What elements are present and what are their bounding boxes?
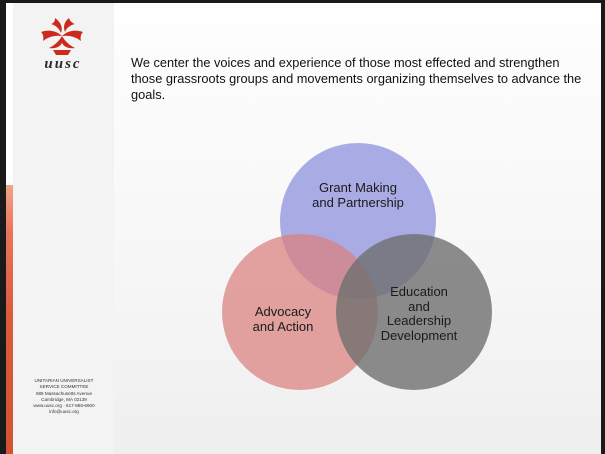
venn-label-advocacy-line1: Advocacy [254, 304, 312, 319]
venn-circle-education [336, 234, 492, 390]
org-name-line2: SERVICE COMMITTEE [39, 384, 89, 390]
org-email: info@uusc.org [49, 409, 79, 415]
venn-label-grant-line2: and Partnership [312, 194, 404, 210]
venn-label-education: Education and Leadership Development [360, 284, 478, 343]
venn-label-education-line1: Education [390, 284, 448, 299]
venn-label-education-line3: Leadership [386, 313, 452, 328]
org-contact-line: www.uusc.org · 617-868-6600 [33, 403, 95, 409]
right-border [601, 0, 605, 454]
uusc-flaming-chalice-logo-icon [41, 18, 83, 55]
sidebar-panel [13, 3, 114, 454]
venn-label-grant-making: Grant Making and Partnership [286, 180, 430, 210]
venn-label-grant-line1: Grant Making [318, 180, 398, 195]
venn-label-education-line2: and [408, 298, 430, 314]
org-address-line2: Cambridge, MA 02139 [41, 396, 87, 402]
venn-circle-advocacy [222, 234, 378, 390]
org-address-line1: 689 Massachusetts Avenue [35, 390, 93, 396]
statement-text: We center the voices and experience of t… [131, 55, 582, 102]
top-border [0, 0, 605, 3]
venn-label-advocacy-line2: and Action [252, 318, 314, 334]
venn-label-education-line4: Development [380, 327, 458, 343]
accent-bar [6, 185, 13, 454]
uusc-logo: uusc [30, 16, 96, 78]
org-contact-info: UNITARIAN UNIVERSALIST SERVICE COMMITTEE… [16, 378, 112, 416]
org-name-line1: UNITARIAN UNIVERSALIST [34, 378, 94, 383]
logo-wordmark: uusc [44, 56, 82, 72]
venn-label-advocacy: Advocacy and Action [228, 304, 338, 334]
left-border [0, 0, 6, 454]
